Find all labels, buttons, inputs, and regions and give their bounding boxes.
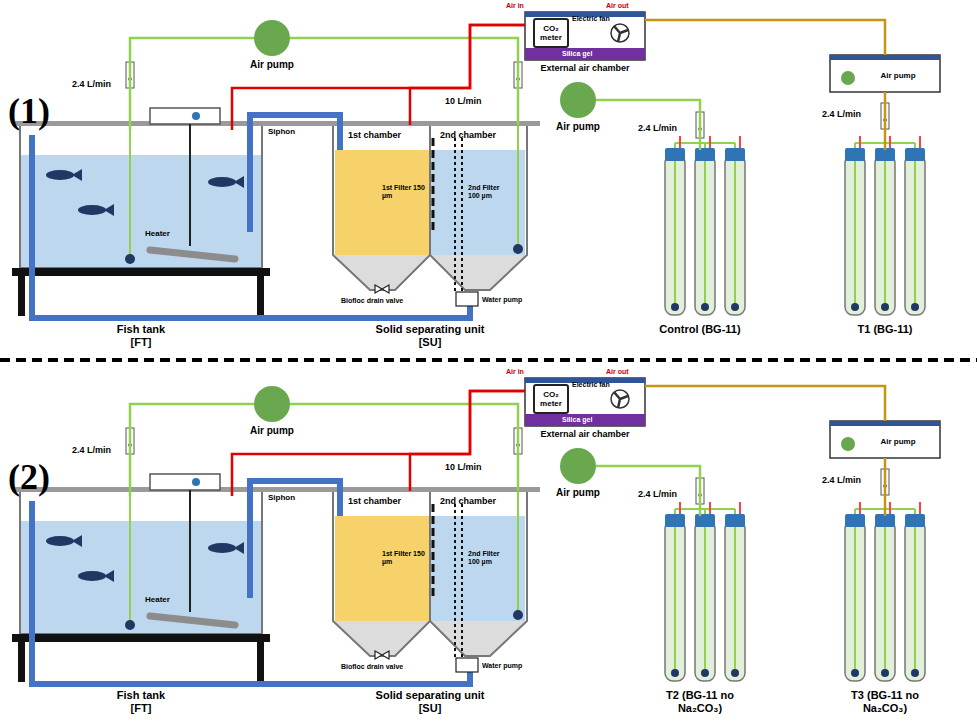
panel-one [12,12,940,318]
panel-number: (1) [8,92,50,132]
part-label: Biofloc drain valve [341,297,403,305]
part-label: 1st Filter 150 µm [382,184,426,199]
part-label: Siphon [268,494,295,503]
part-label: Air out [606,2,629,10]
node-label: CO₂ meter [535,24,567,42]
part-label: 10 L/min [445,97,482,107]
node-label: T2 (BG-11 no Na₂CO₃) [645,689,755,714]
node-label: T1 (BG-11) [830,323,940,336]
node-label: Air pump [880,71,915,80]
part-label: Air in [506,2,524,10]
part-label: 2.4 L/min [822,110,861,120]
node-label: Air pump [880,437,915,446]
air-pump-box: Air pump [830,421,940,458]
node-label: External air chamber [540,63,629,73]
node-label: Fish tank [FT] [106,689,176,714]
air-pump: Air pump [560,448,596,484]
air-pump: Air pump [254,20,290,56]
air-line [596,466,700,516]
part-label: 2.4 L/min [72,446,111,456]
part-label: 2.4 L/min [72,80,111,90]
air-line [884,92,887,150]
air-line [232,391,525,496]
air-line [645,20,885,55]
fish-tank: Fish tank [FT] [17,130,265,320]
part-label: Siphon [268,128,295,137]
part-label: 2.4 L/min [638,490,677,500]
part-label: 2nd chamber [440,497,496,507]
part-label: 2.4 L/min [638,124,677,134]
air-line [884,458,887,516]
tube-group: T1 (BG-11) [835,150,935,320]
part-label: Electric fan [572,15,610,23]
node-label: Air pump [556,487,600,499]
part-label: 2nd Filter 100 µm [468,550,512,565]
node-label: Fish tank [FT] [106,323,176,348]
air-line [130,38,254,130]
part-label: Biofloc drain valve [341,663,403,671]
air-line [410,391,525,491]
part-label: Air in [506,368,524,376]
air-line [290,38,518,125]
co2-meter: CO₂ meter [533,384,569,414]
tube-group: T2 (BG-11 no Na₂CO₃) [655,516,745,686]
air-pump: Air pump [254,386,290,422]
part-label: 1st chamber [348,131,401,141]
separating-unit: Solid separating unit [SU] [330,491,530,686]
node-label: Control (BG-11) [645,323,755,336]
part-label: 2nd Filter 100 µm [468,184,512,199]
air-pump-box: Air pump [830,55,940,92]
part-label: 2nd chamber [440,131,496,141]
part-label: Water pump [482,662,522,670]
part-label: Electric fan [572,381,610,389]
part-label: Silica gel [562,416,592,424]
tube-group: Control (BG-11) [655,150,745,320]
air-pump: Air pump [560,82,596,118]
air-line [232,25,525,130]
node-label: CO₂ meter [535,390,567,408]
fish-tank: Fish tank [FT] [17,496,265,686]
part-label: Air out [606,368,629,376]
part-label: 1st chamber [348,497,401,507]
part-label: Silica gel [562,50,592,58]
tube-group: T3 (BG-11 no Na₂CO₃) [835,516,935,686]
node-label: Air pump [556,121,600,133]
node-label: Air pump [250,425,294,437]
air-line [596,100,700,150]
node-label: Solid separating unit [SU] [370,323,490,348]
part-label: 1st Filter 150 µm [382,550,426,565]
air-line [290,404,518,491]
node-label: External air chamber [540,429,629,439]
node-label: T3 (BG-11 no Na₂CO₃) [830,689,940,714]
panel-divider [0,358,977,362]
air-line [130,404,254,496]
air-line [410,25,525,125]
node-label: Solid separating unit [SU] [370,689,490,714]
panel-number: (2) [8,458,50,498]
separating-unit: Solid separating unit [SU] [330,125,530,320]
node-label: Air pump [250,59,294,71]
part-label: 2.4 L/min [822,476,861,486]
part-label: Heater [145,230,170,239]
part-label: Heater [145,596,170,605]
part-label: 10 L/min [445,463,482,473]
air-line [645,386,885,421]
part-label: Water pump [482,296,522,304]
panel-two [12,378,940,684]
co2-meter: CO₂ meter [533,18,569,48]
